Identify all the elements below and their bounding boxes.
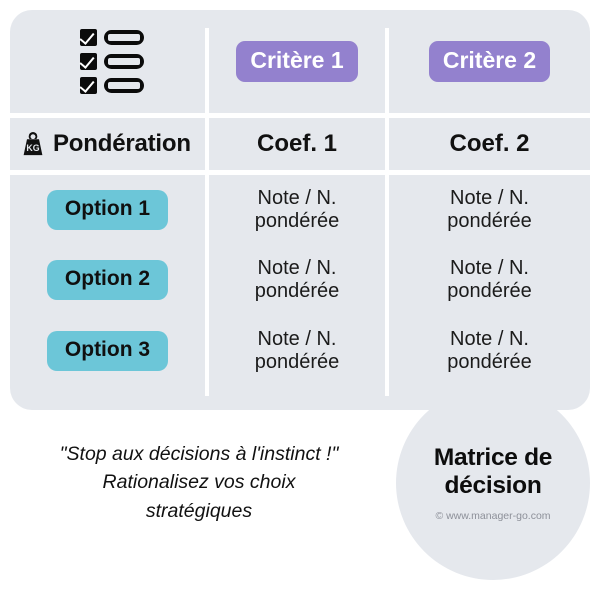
score-cell-option3-criteria1: Note / N. pondérée (209, 315, 385, 387)
checkbox-checked-icon (79, 53, 97, 70)
row-divider-2 (10, 170, 590, 175)
score-line-2: pondérée (254, 210, 340, 232)
score-line-1: Note / N. (450, 327, 529, 350)
score-line-1: Note / N. (450, 186, 529, 209)
checkbox-checked-icon (79, 29, 97, 46)
score-line-2: pondérée (254, 280, 340, 302)
checklist-icon (79, 29, 144, 94)
checklist-row (79, 77, 144, 94)
score-line-1: Note / N. (257, 256, 337, 279)
brand-title-line-2: décision (444, 472, 542, 499)
row-divider-1 (10, 113, 590, 118)
tagline-line-2: Rationalisez vos choix (102, 471, 296, 494)
score-line-1: Note / N. (257, 327, 337, 350)
weight-kg-icon: KG (23, 132, 43, 156)
score-placeholder-text: Note / N. pondérée (255, 187, 340, 233)
score-cell-option1-criteria1: Note / N. pondérée (209, 175, 385, 245)
checklist-bar (103, 30, 144, 45)
option-badge-2[interactable]: Option 2 (46, 259, 169, 301)
copyright-text: © www.manager-go.com (435, 510, 551, 523)
score-line-2: pondérée (447, 351, 532, 373)
option-badge-1[interactable]: Option 1 (46, 189, 169, 231)
score-placeholder-text: Note / N. pondérée (447, 187, 532, 233)
score-cell-option1-criteria2: Note / N. pondérée (389, 175, 590, 245)
header-criteria-icon-cell (10, 10, 205, 113)
header-criteria-2-cell: Critère 2 (389, 10, 590, 113)
score-placeholder-text: Note / N. pondérée (255, 257, 340, 303)
coefficient-2-cell: Coef. 2 (389, 118, 590, 170)
score-cell-option3-criteria2: Note / N. pondérée (389, 315, 590, 387)
checklist-row (79, 53, 144, 70)
criteria-badge-1[interactable]: Critère 1 (236, 41, 358, 82)
brand-title: Matrice de décision (434, 444, 552, 501)
score-line-2: pondérée (254, 351, 340, 373)
criteria-badge-2[interactable]: Critère 2 (428, 41, 551, 82)
tagline-line-1: "Stop aux décisions à l'instinct !" (59, 443, 339, 465)
score-line-1: Note / N. (450, 256, 529, 279)
coefficient-1-cell: Coef. 1 (209, 118, 385, 170)
score-placeholder-text: Note / N. pondérée (255, 328, 340, 374)
weighting-label: Pondération (53, 130, 191, 157)
checklist-row (79, 29, 144, 46)
score-placeholder-text: Note / N. pondérée (447, 328, 532, 374)
checklist-bar (103, 54, 144, 69)
column-divider-1 (205, 28, 209, 396)
svg-text:KG: KG (26, 143, 39, 153)
header-criteria-1-cell: Critère 1 (209, 10, 385, 113)
score-line-2: pondérée (447, 280, 532, 302)
option-3-cell: Option 3 (10, 315, 205, 387)
coefficient-1-label: Coef. 1 (256, 130, 337, 157)
brand-badge: Matrice de décision © www.manager-go.com (396, 386, 590, 580)
option-1-cell: Option 1 (10, 175, 205, 245)
score-placeholder-text: Note / N. pondérée (447, 257, 532, 303)
tagline-line-3: stratégiques (145, 499, 253, 522)
tagline-quote: "Stop aux décisions à l'instinct !" Rati… (14, 440, 384, 525)
coefficient-2-label: Coef. 2 (449, 130, 530, 157)
score-cell-option2-criteria2: Note / N. pondérée (389, 245, 590, 315)
checklist-bar (103, 78, 144, 93)
score-cell-option2-criteria1: Note / N. pondérée (209, 245, 385, 315)
checkbox-checked-icon (79, 77, 97, 94)
brand-title-line-1: Matrice de (433, 443, 553, 471)
option-2-cell: Option 2 (10, 245, 205, 315)
option-badge-3[interactable]: Option 3 (46, 330, 169, 372)
score-line-1: Note / N. (257, 186, 337, 209)
weighting-label-cell: KG Pondération (10, 118, 205, 170)
column-divider-2 (385, 28, 389, 396)
decision-matrix-card: Critère 1 Critère 2 KG Pondération Coef.… (10, 10, 590, 410)
score-line-2: pondérée (447, 210, 532, 232)
